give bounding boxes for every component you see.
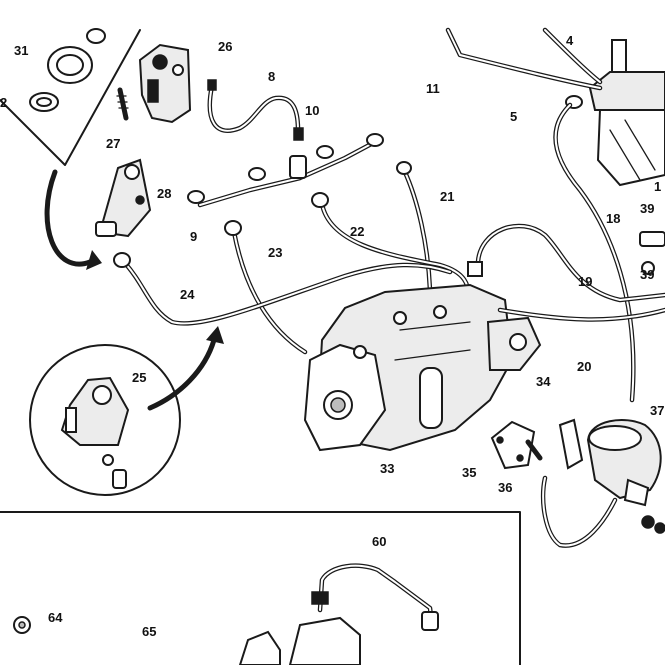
part-label-37: 37 xyxy=(650,403,665,418)
part-label-31: 31 xyxy=(14,43,29,58)
bolts-39 xyxy=(639,231,665,275)
part-label-2: 2 xyxy=(0,95,8,110)
fuel-pipe-19 xyxy=(467,223,665,303)
part-label-65: 65 xyxy=(142,624,157,639)
part-label-1: 1 xyxy=(654,179,662,194)
curved-arrow-to-28 xyxy=(44,169,102,270)
part-label-28: 28 xyxy=(157,186,172,201)
detail-circle-25 xyxy=(29,344,181,496)
fuel-feed-pipes-4-5 xyxy=(445,27,603,109)
part-label-8: 8 xyxy=(268,69,276,84)
part-label-9: 9 xyxy=(190,229,198,244)
bottom-components xyxy=(13,616,361,665)
part-label-64: 64 xyxy=(48,610,63,625)
washer-2 xyxy=(29,92,59,112)
bolt-36 xyxy=(525,439,543,461)
part-label-4: 4 xyxy=(566,33,574,48)
part-label-34: 34 xyxy=(536,374,551,389)
part-label-39-top: 39 xyxy=(640,201,655,216)
part-label-24: 24 xyxy=(180,287,195,302)
part-label-20: 20 xyxy=(577,359,592,374)
inset-box-bottom xyxy=(0,511,521,665)
injector-pipe-21 xyxy=(396,161,433,293)
part-label-21: 21 xyxy=(440,189,455,204)
fuel-filter-1 xyxy=(588,39,665,187)
part-label-60: 60 xyxy=(372,534,387,549)
stud-27 xyxy=(116,87,129,121)
part-label-23: 23 xyxy=(268,245,283,260)
part-label-26: 26 xyxy=(218,39,233,54)
part-label-35: 35 xyxy=(462,465,477,480)
part-label-27: 27 xyxy=(106,136,121,151)
leak-off-pipe-8 xyxy=(207,79,304,141)
injector-pipe-22 xyxy=(311,192,471,303)
cover-plate-35 xyxy=(490,420,536,470)
part-label-36: 36 xyxy=(498,480,513,495)
part-label-22: 22 xyxy=(350,224,365,239)
lift-pump-37 xyxy=(540,418,665,548)
injection-pump-33 xyxy=(303,283,542,452)
part-label-10: 10 xyxy=(305,103,320,118)
inset-box-top-left xyxy=(0,29,141,166)
fuel-pipe-18 xyxy=(553,102,636,403)
part-label-25: 25 xyxy=(132,370,147,385)
part-label-5: 5 xyxy=(510,109,518,124)
part-label-18: 18 xyxy=(606,211,621,226)
pipe-60 xyxy=(311,563,439,631)
part-label-33: 33 xyxy=(380,461,395,476)
leak-off-rail-9 xyxy=(187,133,384,208)
injector-pipe-23 xyxy=(224,220,308,355)
arrow-to-detail-25 xyxy=(147,326,224,411)
fuel-pipe-20 xyxy=(497,307,665,322)
part-label-39-bottom: 39 xyxy=(640,267,655,282)
part-label-19: 19 xyxy=(578,274,593,289)
part-label-11: 11 xyxy=(426,81,440,96)
connector-28 xyxy=(95,158,152,238)
bracket-26 xyxy=(138,43,192,124)
injector-pipe-24 xyxy=(113,252,453,326)
sealing-ring-31 xyxy=(47,28,106,84)
